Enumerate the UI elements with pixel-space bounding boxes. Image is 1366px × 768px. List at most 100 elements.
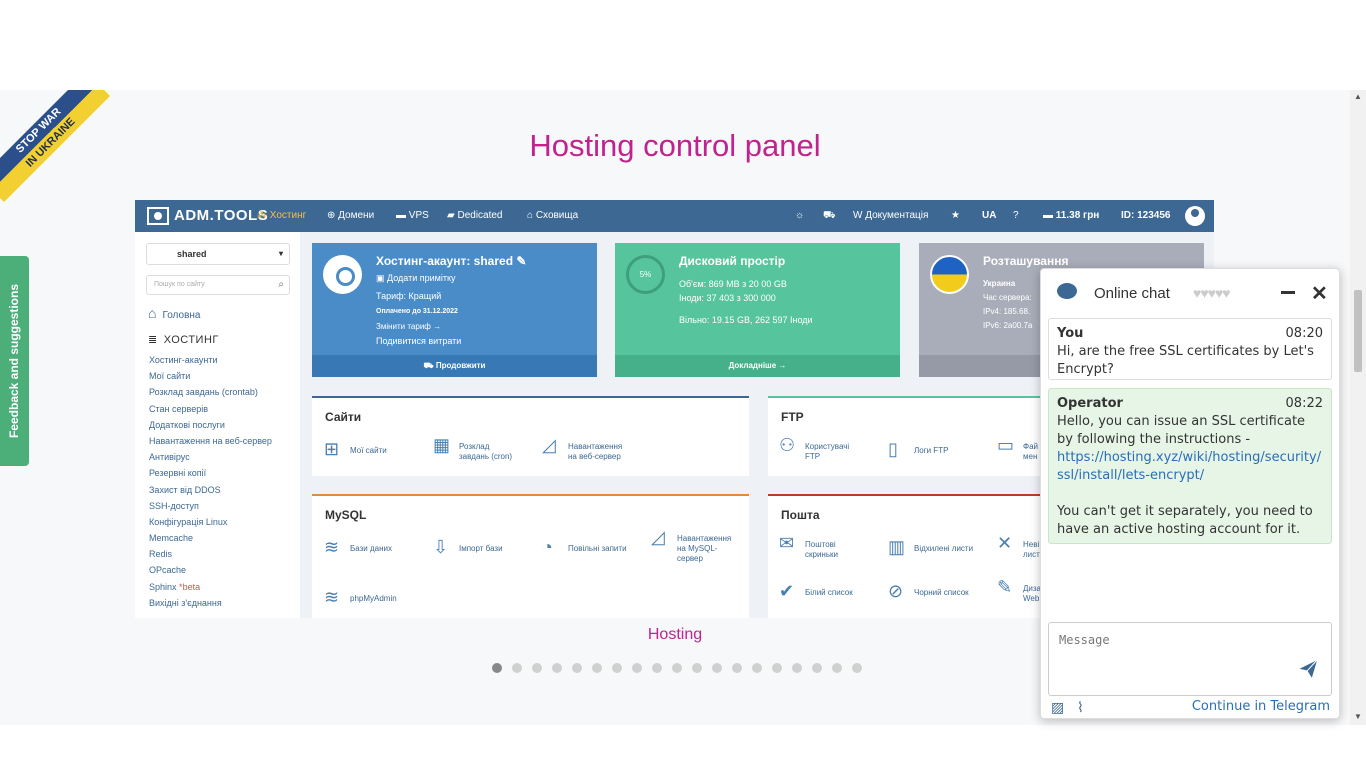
link-label: Чорний список xyxy=(914,588,969,597)
telegram-link[interactable]: Continue in Telegram xyxy=(1191,699,1330,714)
panel-title: FTP xyxy=(781,410,804,424)
link-label: Фай мен xyxy=(1023,442,1038,461)
list-icon: ≣ xyxy=(148,334,158,346)
sitemap-icon: ⊞ xyxy=(324,439,340,459)
carousel-dot[interactable] xyxy=(512,663,522,673)
chat-bubble-icon xyxy=(1057,283,1077,299)
carousel-dot[interactable] xyxy=(832,663,842,673)
minimize-icon[interactable] xyxy=(1281,291,1295,294)
carousel-dot[interactable] xyxy=(772,663,782,673)
carousel-dot[interactable] xyxy=(692,663,702,673)
chart-icon: ◿ xyxy=(542,435,556,455)
carousel-dot[interactable] xyxy=(572,663,582,673)
sidebar-item: Хостинг-акаунти xyxy=(149,355,218,365)
ssl-instructions-link[interactable]: https://hosting.xyz/wiki/hosting/securit… xyxy=(1057,450,1322,483)
download-icon: ⇩ xyxy=(433,537,449,557)
scroll-up-arrow[interactable]: ▲ xyxy=(1354,92,1362,101)
carousel-dot[interactable] xyxy=(632,663,642,673)
bulb-icon: ☼ xyxy=(795,210,805,221)
scroll-down-arrow[interactable]: ▼ xyxy=(1354,712,1362,721)
sidebar-home-label: Головна xyxy=(162,310,201,321)
carousel-dot[interactable] xyxy=(812,663,822,673)
sidebar-item: Розклад завдань (crontab) xyxy=(149,387,258,398)
feedback-tab[interactable]: Feedback and suggestions xyxy=(0,256,29,466)
scrollbar-thumb[interactable] xyxy=(1354,290,1362,372)
nav-dedicated: ▰ Dedicated xyxy=(447,210,503,221)
link-label: Навантаження на MySQL-сервер xyxy=(677,534,732,563)
carousel-dot[interactable] xyxy=(732,663,742,673)
carousel-dot[interactable] xyxy=(752,663,762,673)
paperclip-icon[interactable]: ⌇ xyxy=(1077,699,1084,715)
sidebar-item: Резервні копії xyxy=(149,468,207,479)
carousel-dot[interactable] xyxy=(532,663,542,673)
ftp-users-link: ⚇Користувачі FTP xyxy=(779,436,857,462)
link-label: Поштові скриньки xyxy=(805,540,838,559)
link-label: Відхилені листи xyxy=(914,544,974,553)
cron-link: ▦Розклад завдань (cron) xyxy=(433,436,519,462)
panel-search: Пошук по сайту xyxy=(146,275,290,295)
carousel-dot[interactable] xyxy=(612,663,622,673)
sidebar-hosting-label: ХОСТИНГ xyxy=(163,334,219,346)
carousel-dot[interactable] xyxy=(852,663,862,673)
sidebar-home: ⌂ Головна xyxy=(148,305,200,321)
sidebar-item: Redis xyxy=(149,549,173,560)
chat-rating-hearts[interactable]: ♥♥♥♥♥ xyxy=(1193,285,1231,301)
nav-docs-label: Документація xyxy=(865,210,929,221)
folder-icon: ▭ xyxy=(997,435,1015,455)
chat-header: Online chat ♥♥♥♥♥ ✕ xyxy=(1041,269,1339,313)
database-icon: ≋ xyxy=(324,587,340,607)
hosting-account-card: Хостинг-акаунт: shared ✎ ▣ Додати приміт… xyxy=(312,243,597,377)
sidebar-menu: Хостинг-акаунти Мої сайти Розклад завдан… xyxy=(149,355,272,614)
nav-vps-label: VPS xyxy=(408,210,429,221)
view-costs: Подивитися витрати xyxy=(376,336,462,346)
link-label: Бази даних xyxy=(350,544,392,553)
carousel-dot[interactable] xyxy=(792,663,802,673)
carousel-dot[interactable] xyxy=(592,663,602,673)
disk-volume: Об'єм: 869 MB з 20 00 GB xyxy=(679,279,787,289)
link-label: Повільні запити xyxy=(568,544,627,553)
sidebar-item: Sphinx *beta xyxy=(149,582,272,598)
send-icon[interactable] xyxy=(1296,657,1320,681)
ban-icon: ⊘ xyxy=(888,581,904,601)
carousel-dot[interactable] xyxy=(552,663,562,673)
panel-screenshot: ADM.TOOLS ⁂ Хостинг ⊕ Домени ▬ VPS ▰ Ded… xyxy=(135,200,1214,618)
link-label: Білий список xyxy=(805,588,853,597)
chat-widget: Online chat ♥♥♥♥♥ ✕ You 08:20 Hi, are th… xyxy=(1040,268,1340,719)
page-scrollbar[interactable]: ▲ ▼ xyxy=(1350,90,1366,725)
award-icon xyxy=(323,255,362,294)
sidebar-item: OPcache xyxy=(149,565,187,576)
check-icon: ✔ xyxy=(779,581,795,601)
help-icon: ? xyxy=(1013,210,1019,221)
clock-icon: ◔ xyxy=(542,537,553,557)
paid-until: Оплачено до 31.12.2022 xyxy=(376,308,458,315)
card-title: Розташування xyxy=(983,254,1069,268)
sidebar-item: Захист від DDOS xyxy=(149,484,221,495)
sidebar-item: Додаткові послуги xyxy=(149,419,225,430)
panel-title: MySQL xyxy=(325,508,367,522)
chat-message: Operator 08:22 Hello, you can issue an S… xyxy=(1048,388,1332,544)
link-label: Користувачі FTP xyxy=(805,442,850,461)
avatar xyxy=(1185,206,1205,226)
home-icon: ⌂ xyxy=(148,305,157,321)
close-icon[interactable]: ✕ xyxy=(1311,283,1328,305)
carousel-dot[interactable] xyxy=(712,663,722,673)
chat-message: You 08:20 Hi, are the free SSL certifica… xyxy=(1048,318,1332,380)
account-id: ID: 123456 xyxy=(1121,210,1171,221)
calendar-icon: ▦ xyxy=(433,435,451,455)
sidebar-item: SSH-доступ xyxy=(149,500,199,511)
brush-icon: ✎ xyxy=(997,577,1013,597)
carousel-dot[interactable] xyxy=(672,663,682,673)
webmail-design-link: ✎Диза Web xyxy=(997,578,1041,604)
chat-title: Online chat xyxy=(1094,285,1170,302)
link-label: Неві лист xyxy=(1023,540,1040,559)
carousel-dot[interactable] xyxy=(652,663,662,673)
message-placeholder: Message xyxy=(1059,633,1110,647)
blacklist-link: ⊘ Чорний список xyxy=(888,582,969,600)
message-input[interactable]: Message xyxy=(1048,622,1332,696)
nav-hosting-label: Хостинг xyxy=(269,210,307,221)
carousel-dot[interactable] xyxy=(492,663,502,673)
sidebar-item: Навантаження на веб-сервер xyxy=(149,435,272,446)
beta-badge: *beta xyxy=(179,581,201,592)
change-tariff: Змінити тариф → xyxy=(376,322,442,331)
image-icon[interactable]: ▨ xyxy=(1051,699,1065,715)
